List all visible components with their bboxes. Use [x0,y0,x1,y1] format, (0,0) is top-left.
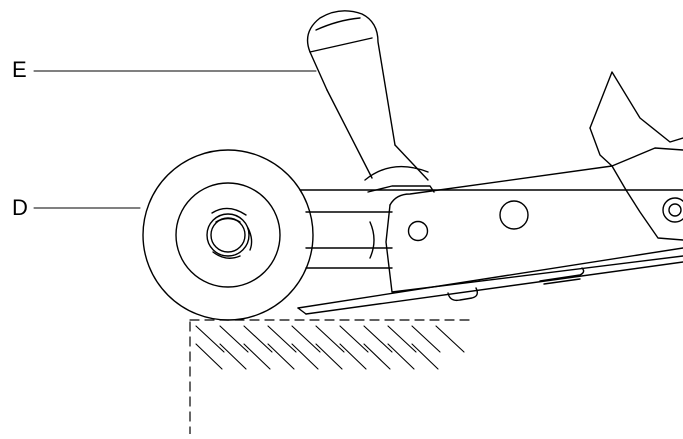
ground-hatching [195,325,465,370]
frame-arm [299,189,683,269]
wheel-d [142,149,314,321]
handle-e [306,10,435,193]
callout-label-d: D [12,195,28,220]
callout-leaders [33,70,317,209]
bracket-plate [385,147,683,293]
housing [589,71,683,241]
skid-plate [297,247,683,315]
callout-label-e: E [12,57,27,82]
